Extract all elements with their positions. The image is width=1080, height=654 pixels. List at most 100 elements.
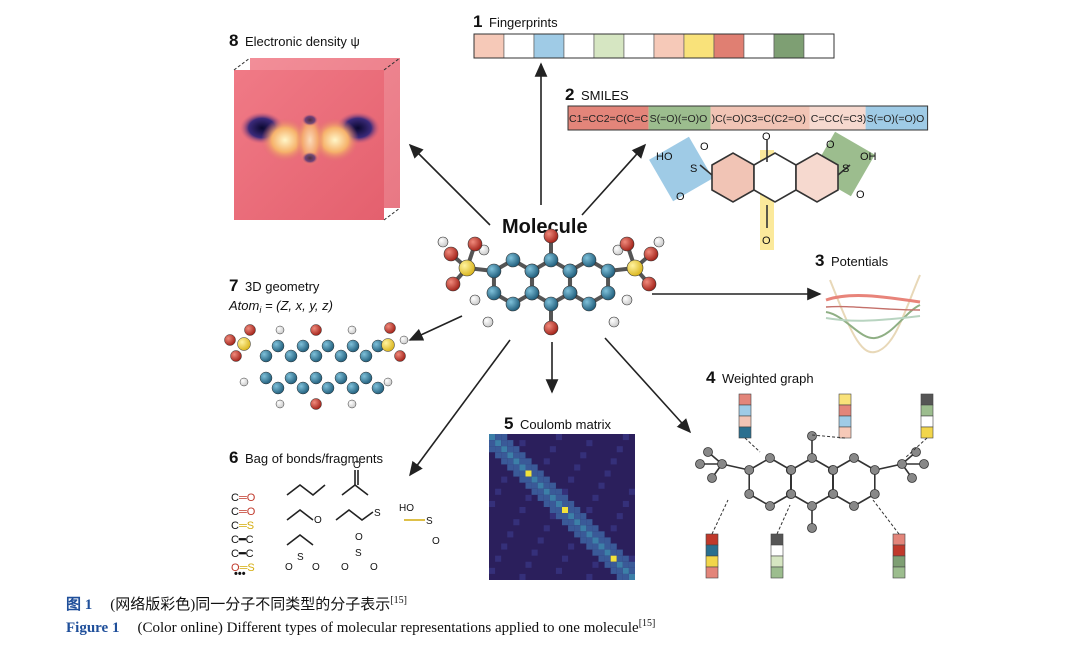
smiles-segment-text: S(=O)(=O)O bbox=[650, 113, 708, 125]
graph-node bbox=[703, 447, 713, 457]
panel-number: 6 bbox=[229, 448, 238, 467]
coulomb-cell bbox=[628, 555, 635, 562]
graph-weight-cell bbox=[920, 404, 934, 417]
coulomb-cell bbox=[543, 488, 550, 495]
geometry-atom bbox=[239, 377, 249, 387]
geometry-atom bbox=[310, 324, 322, 336]
coulomb-cell bbox=[489, 434, 496, 441]
coulomb-cell bbox=[574, 464, 581, 471]
coulomb-cell bbox=[628, 488, 635, 495]
coulomb-cell bbox=[537, 476, 544, 483]
panel-number: 3 bbox=[815, 251, 824, 270]
coulomb-cell bbox=[489, 440, 496, 447]
graph-node bbox=[744, 489, 755, 499]
coulomb-cell bbox=[562, 488, 569, 495]
coulomb-cell bbox=[543, 476, 550, 483]
graph-weight-cell bbox=[838, 415, 852, 428]
geometry-atom bbox=[237, 337, 251, 351]
coulomb-cell bbox=[592, 549, 599, 556]
coulomb-cell bbox=[495, 446, 502, 453]
graph-weight-cell bbox=[838, 404, 852, 417]
molecule-atom bbox=[621, 294, 633, 306]
atom-label: O bbox=[676, 191, 685, 203]
coulomb-cell bbox=[592, 525, 599, 532]
coulomb-cell bbox=[610, 525, 617, 532]
coulomb-cell bbox=[622, 500, 629, 507]
geometry-atom bbox=[259, 349, 273, 363]
potential-curves bbox=[825, 274, 921, 354]
fragment-label: O bbox=[314, 515, 322, 526]
geometry-atom bbox=[244, 324, 256, 336]
panel-number: 7 bbox=[229, 276, 238, 295]
smiles-segment bbox=[648, 106, 711, 130]
arrows bbox=[408, 62, 822, 477]
coulomb-cell bbox=[555, 513, 562, 520]
coulomb-cell bbox=[507, 531, 514, 538]
coulomb-cell bbox=[507, 464, 514, 471]
fingerprint-bit bbox=[803, 33, 835, 59]
bond-entry: C━C bbox=[231, 548, 254, 560]
panel-number: 2 bbox=[565, 85, 574, 104]
coulomb-cell bbox=[580, 519, 587, 526]
coulomb-cell bbox=[574, 519, 581, 526]
graph-weight-cell bbox=[738, 426, 752, 439]
caption-figure-number: 图 1 bbox=[66, 597, 93, 613]
geometry-atom bbox=[346, 381, 360, 395]
coulomb-cell bbox=[592, 561, 599, 568]
molecule-atom bbox=[437, 236, 449, 248]
molecule-atom bbox=[608, 316, 620, 328]
coulomb-cell bbox=[507, 452, 514, 459]
coulomb-cell bbox=[586, 573, 593, 580]
figure-caption-zh: 图 1(网络版彩色)同一分子不同类型的分子表示[15] bbox=[66, 596, 407, 614]
arrow-to-bag bbox=[409, 339, 511, 477]
molecule-atom bbox=[486, 263, 502, 279]
coulomb-cell bbox=[519, 573, 526, 580]
coulomb-cell bbox=[616, 567, 623, 574]
graph-weight-cell bbox=[770, 566, 784, 579]
panel-title: Electronic density ψ bbox=[245, 34, 360, 49]
molecule-title: Molecule bbox=[502, 216, 588, 238]
coulomb-cell bbox=[610, 567, 617, 574]
panel-number: 1 bbox=[473, 12, 482, 31]
coulomb-cell bbox=[531, 549, 538, 556]
coulomb-cell bbox=[574, 513, 581, 520]
coulomb-cell bbox=[622, 561, 629, 568]
fragment-label: HO bbox=[399, 503, 414, 514]
graph-weight-cell bbox=[892, 555, 906, 568]
coulomb-cell bbox=[586, 525, 593, 532]
panel-potentials: 3 Potentials bbox=[815, 251, 921, 354]
graph-node bbox=[807, 523, 817, 533]
molecule-atom bbox=[562, 263, 578, 279]
coulomb-cell bbox=[616, 513, 623, 520]
graph-node bbox=[911, 447, 921, 457]
geometry-atom bbox=[259, 371, 273, 385]
fragment-label: O bbox=[353, 460, 361, 471]
molecule-atom bbox=[619, 236, 635, 252]
molecule-atom bbox=[443, 246, 459, 262]
fingerprint-bit bbox=[593, 33, 625, 59]
panel-title: Bag of bonds/fragments bbox=[245, 451, 384, 466]
coulomb-cell bbox=[610, 561, 617, 568]
graph-weight-cell bbox=[705, 533, 719, 546]
bond-entry: O═S bbox=[231, 562, 255, 574]
coulomb-cell bbox=[549, 500, 556, 507]
geometry-atom bbox=[224, 334, 236, 346]
molecule-atom bbox=[469, 294, 481, 306]
fingerprint-bar bbox=[473, 33, 835, 59]
coulomb-cell bbox=[519, 458, 526, 465]
coulomb-cell bbox=[555, 494, 562, 501]
bond-entry: C═O bbox=[231, 506, 256, 518]
panel-3d-geometry: 7 3D geometry Atomi = (Z, x, y, z) bbox=[224, 276, 409, 410]
fingerprint-bit bbox=[563, 33, 595, 59]
molecule-atom bbox=[643, 246, 659, 262]
geometry-atom bbox=[284, 349, 298, 363]
molecule-atom bbox=[626, 259, 644, 277]
coulomb-cell bbox=[543, 500, 550, 507]
coulomb-cell bbox=[495, 452, 502, 459]
coulomb-cell bbox=[604, 543, 611, 550]
geometry-atom bbox=[347, 399, 357, 409]
caption-reference: [15] bbox=[638, 618, 656, 629]
molecule-atom bbox=[600, 285, 616, 301]
coulomb-cell bbox=[598, 482, 605, 489]
